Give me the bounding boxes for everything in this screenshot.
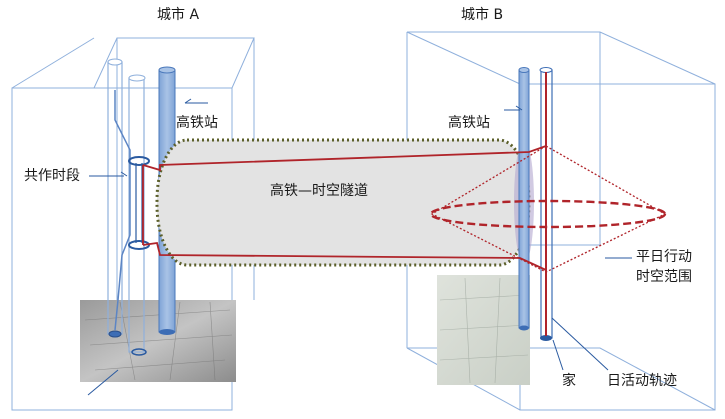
daily-range-label-line2: 时空范围 <box>636 269 692 285</box>
city-a-label: 城市 A <box>157 7 200 23</box>
daily-range-cone <box>429 145 667 273</box>
city-b-label: 城市 B <box>461 7 504 23</box>
city-b-map <box>437 275 530 385</box>
city-b-pillars <box>518 67 553 341</box>
daily-trajectory-label: 日活动轨迹 <box>607 373 677 389</box>
shared-period-label: 共作时段 <box>24 168 80 184</box>
home-label: 家 <box>562 373 576 389</box>
hsr-station-b-label: 高铁站 <box>448 115 490 131</box>
trajectory-path <box>142 145 547 271</box>
daily-range-label-line1: 平日行动 <box>636 249 692 265</box>
pointer-lines <box>87 98 632 396</box>
city-a-map <box>80 300 236 382</box>
tunnel-label: 高铁—时空隧道 <box>270 183 368 199</box>
hsr-station-a-label: 高铁站 <box>176 115 218 131</box>
